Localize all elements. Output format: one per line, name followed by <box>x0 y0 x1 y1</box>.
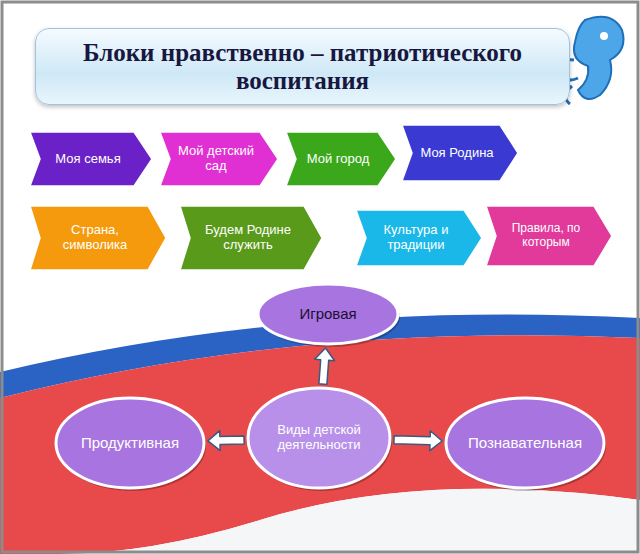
text-wrap: Игровая <box>299 305 356 322</box>
chevron-box: Будем Родине служить <box>180 206 322 270</box>
chevron-shape <box>486 206 612 266</box>
node-label: Будем Родине служить <box>196 223 300 253</box>
node-label: Страна, символика <box>46 223 144 253</box>
node-label: Продуктивная <box>81 434 179 451</box>
red-swoosh <box>0 335 640 554</box>
activity-circle: Познавательная <box>444 396 606 490</box>
text-wrap: Правила, по которым <box>502 222 590 250</box>
block-arrow <box>315 348 335 384</box>
ellipse-shape <box>56 398 204 488</box>
text-wrap: Будем Родине служить <box>196 223 300 253</box>
text-wrap: Мой город <box>307 152 370 167</box>
text-wrap: Виды детской деятельности <box>266 423 372 453</box>
node-label: Виды детской деятельности <box>266 423 372 453</box>
chevron-shape <box>160 132 278 186</box>
ellipse-shape <box>248 388 390 488</box>
title-box: Блоки нравственно – патриотического восп… <box>35 28 570 105</box>
chevron-shape <box>180 206 322 270</box>
node-label: Культура и традиции <box>372 223 460 253</box>
chevron-shape <box>286 132 396 186</box>
text-wrap: Моя Родина <box>420 146 493 161</box>
text-wrap: Моя семья <box>55 152 120 167</box>
node-label: Мой город <box>307 152 370 167</box>
decor-figure <box>562 17 624 104</box>
text-wrap: Страна, символика <box>46 223 144 253</box>
node-label: Правила, по которым <box>502 222 590 250</box>
white-swoosh <box>60 489 640 554</box>
title-text: Блоки нравственно – патриотического восп… <box>76 39 529 94</box>
block-arrow <box>208 431 244 451</box>
chevron-box: Моя семья <box>30 132 152 186</box>
block-arrow <box>394 431 442 451</box>
chevron-shape <box>30 132 152 186</box>
chevron-shape <box>402 125 518 181</box>
chevron-box: Культура и традиции <box>356 210 482 266</box>
activity-circle: Игровая <box>256 282 400 346</box>
chevron-shape <box>30 206 166 270</box>
ellipse-shape <box>446 398 604 488</box>
text-wrap: Продуктивная <box>81 434 179 451</box>
activity-circle: Продуктивная <box>54 396 206 490</box>
chevron-box: Правила, по которым <box>486 206 612 266</box>
node-label: Моя Родина <box>420 146 493 161</box>
node-label: Мой детский сад <box>176 144 256 174</box>
node-label: Познавательная <box>468 434 582 451</box>
text-wrap: Культура и традиции <box>372 223 460 253</box>
activity-circle: Виды детской деятельности <box>246 386 392 490</box>
chevron-shape <box>356 210 482 266</box>
chevron-box: Мой детский сад <box>160 132 278 186</box>
chevron-box: Моя Родина <box>402 125 518 181</box>
chevron-box: Страна, символика <box>30 206 166 270</box>
node-label: Игровая <box>299 305 356 322</box>
node-label: Моя семья <box>55 152 120 167</box>
ellipse-shape <box>258 284 398 344</box>
chevron-box: Мой город <box>286 132 396 186</box>
text-wrap: Познавательная <box>468 434 582 451</box>
text-wrap: Мой детский сад <box>176 144 256 174</box>
